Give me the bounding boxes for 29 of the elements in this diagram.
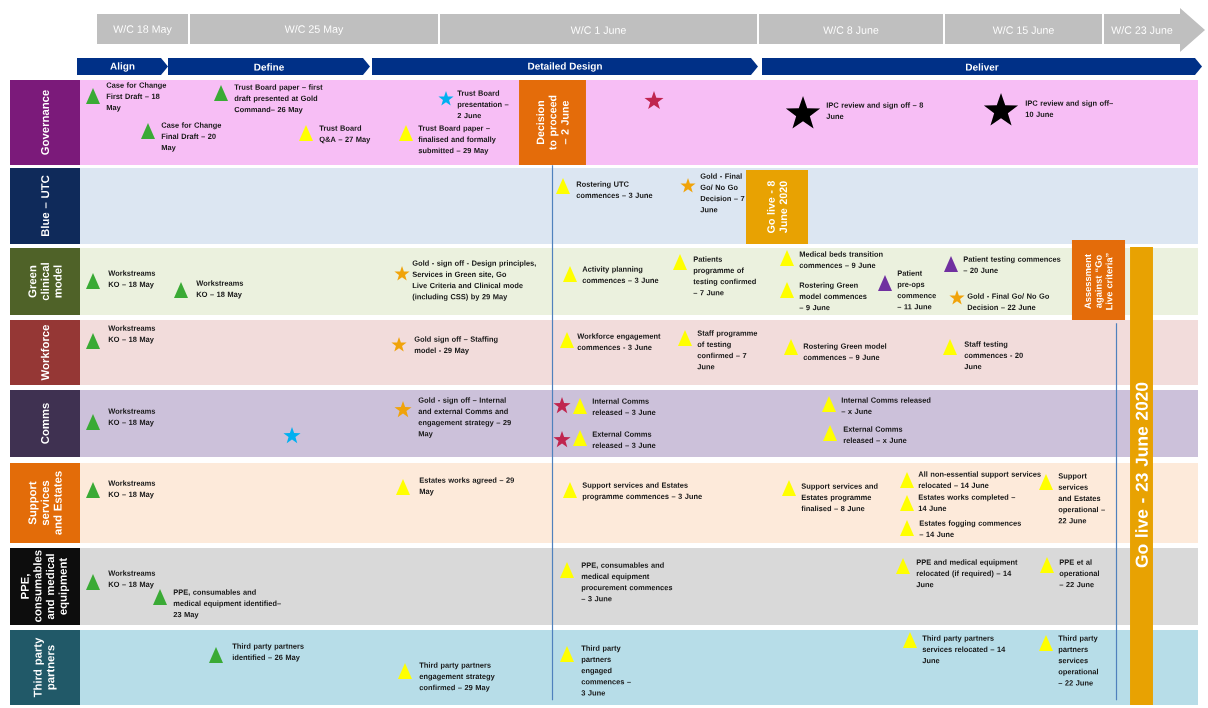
row-header: Comms [10,390,80,457]
node-label: W/C 18 May [113,25,172,35]
row-header: Support services and Estates [10,463,80,543]
phase-header: Detailed Design [372,58,758,75]
week-header: W/C 8 June [759,14,943,44]
node-label: W/C 25 May [284,25,344,35]
timeline-line [1115,322,1118,701]
phase-header: Deliver [762,58,1202,75]
milestone-bar: Decision to proceed – 2 June [519,79,586,166]
node-label: W/C 15 June [992,26,1054,34]
node-label: W/C 23 June [1111,26,1173,34]
row-header: Governance [10,79,80,166]
week-header: W/C 18 May [97,14,188,44]
node-label: W/C 1 June [570,26,626,34]
week-header: W/C 15 June [945,14,1102,44]
milestone-bar: Assessment against “Go Live criteria” [1071,240,1126,323]
node-label: W/C 8 June [823,26,879,34]
phase-header: Align [77,58,168,75]
week-header: W/C 1 June [440,14,757,44]
milestone-bar: Go live - 8 June 2020 [746,170,808,244]
row-header: Third party partners [10,630,80,705]
week-header: W/C 23 June [1104,8,1205,52]
milestone-bar: Go live - 23 June 2020 [1130,247,1153,705]
row-header: PPE, consumables and medical equipment [10,548,80,626]
row-header: Workforce [10,319,80,386]
row-header: Green clinical model [10,248,80,315]
week-header: W/C 25 May [190,14,438,44]
timeline-line [551,164,554,701]
row-header: Blue – UTC [10,168,80,244]
